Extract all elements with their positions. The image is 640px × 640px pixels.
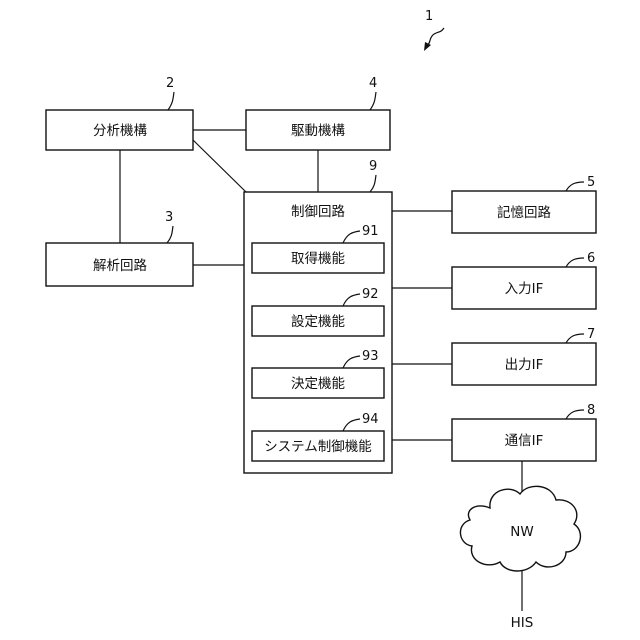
function-system-control-block: システム制御機能: [252, 431, 384, 461]
memory-circuit-label: 記憶回路: [497, 204, 551, 221]
drive-mechanism-ref: 4: [369, 76, 377, 91]
analysis-circuit-block: 解析回路: [46, 243, 193, 286]
comm-if-ref-leader: [566, 410, 584, 419]
control-circuit-ref-leader: [370, 175, 376, 192]
output-if-label: 出力IF: [505, 357, 544, 373]
analysis-circuit-label: 解析回路: [93, 258, 147, 274]
link-analysis-control: [193, 140, 246, 192]
function-setting-label: 設定機能: [291, 314, 345, 330]
function-setting-ref: 92: [362, 287, 379, 302]
input-if-block: 入力IF: [452, 267, 596, 309]
comm-if-label: 通信IF: [505, 433, 544, 449]
control-circuit-ref: 9: [369, 159, 377, 174]
his-label: HIS: [511, 615, 534, 631]
function-setting-block: 設定機能: [252, 306, 384, 336]
output-if-block: 出力IF: [452, 343, 596, 385]
analysis-circuit-ref-leader: [167, 226, 173, 243]
function-system-control-ref: 94: [362, 412, 379, 427]
comm-if-block: 通信IF: [452, 419, 596, 461]
input-if-ref: 6: [587, 251, 595, 266]
network-cloud: NW: [460, 486, 580, 571]
output-if-ref-leader: [566, 334, 584, 343]
analysis-mechanism-block: 分析機構: [46, 110, 193, 150]
figure-ref-number: 1: [425, 9, 433, 24]
output-if-ref: 7: [587, 327, 595, 342]
function-acquire-ref: 91: [362, 224, 379, 239]
memory-circuit-ref-leader: [566, 182, 584, 191]
drive-mechanism-block: 駆動機構: [246, 110, 390, 150]
drive-mechanism-ref-leader: [370, 92, 376, 110]
analysis-mechanism-label: 分析機構: [93, 123, 147, 139]
function-acquire-block: 取得機能: [252, 243, 384, 273]
function-system-control-label: システム制御機能: [264, 439, 372, 455]
memory-circuit-ref: 5: [587, 175, 595, 190]
memory-circuit-block: 記憶回路: [452, 191, 596, 233]
input-if-ref-leader: [566, 258, 584, 267]
input-if-label: 入力IF: [505, 281, 544, 297]
function-acquire-label: 取得機能: [291, 250, 345, 267]
function-decide-label: 決定機能: [291, 376, 345, 392]
analysis-circuit-ref: 3: [165, 210, 173, 225]
analysis-mechanism-ref: 2: [166, 76, 174, 91]
network-label: NW: [510, 524, 533, 540]
figure-ref-leader: [427, 28, 444, 46]
control-circuit-label: 制御回路: [291, 204, 345, 220]
drive-mechanism-label: 駆動機構: [291, 123, 345, 139]
figure-ref-arrowhead: [424, 42, 431, 51]
function-decide-ref: 93: [362, 349, 379, 364]
function-decide-block: 決定機能: [252, 368, 384, 398]
analysis-mechanism-ref-leader: [168, 92, 174, 110]
comm-if-ref: 8: [587, 403, 595, 418]
